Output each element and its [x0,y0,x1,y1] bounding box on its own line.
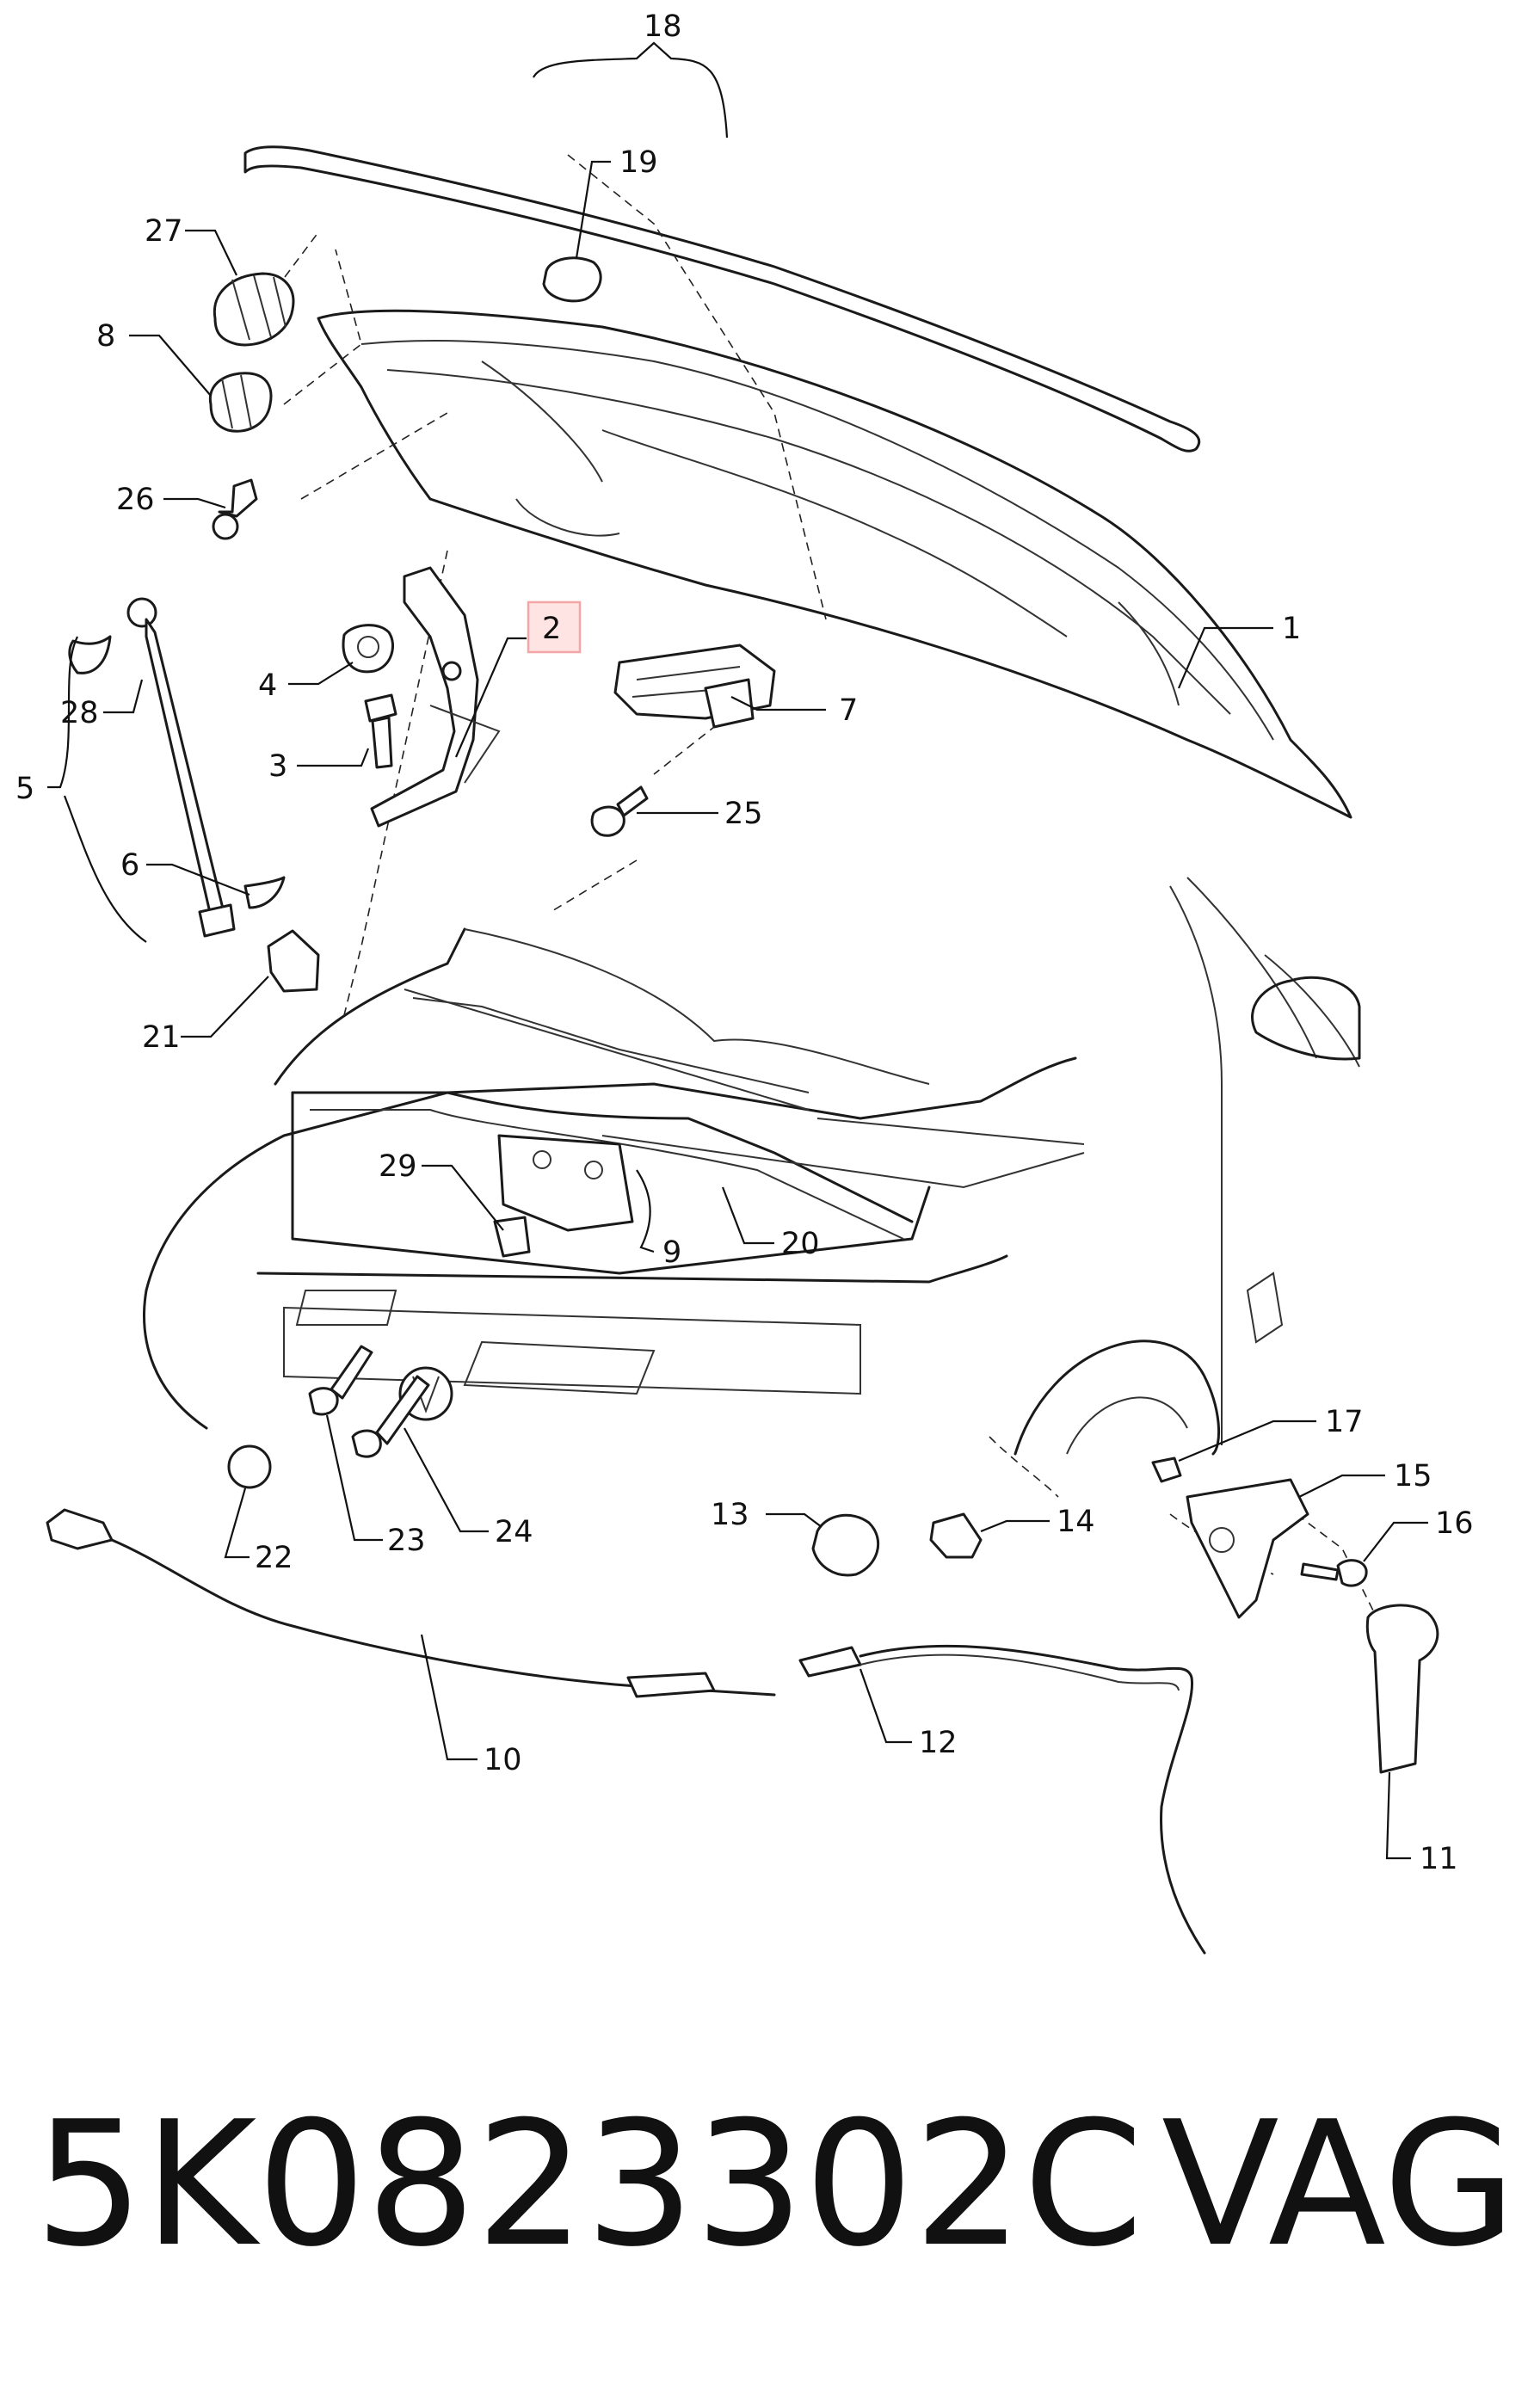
callout-11: 11 [1420,1842,1458,1876]
cap-22 [227,1444,272,1489]
hood-seal-18 [243,145,1201,453]
callout-29: 29 [379,1149,417,1184]
callout-17: 17 [1325,1405,1364,1439]
bolt-25 [590,785,649,837]
callout-2-highlight [527,600,582,654]
bolt-23 [308,1345,373,1416]
hinge-2 [370,566,501,828]
seal-strip-20 [291,1091,914,1223]
callout-13: 13 [711,1498,749,1532]
hood-panel [317,309,1352,819]
callout-27: 27 [145,214,183,249]
callout-8: 8 [96,319,115,354]
lever-mount-15 [1151,1457,1309,1619]
callout-9: 9 [662,1235,681,1270]
callout-12: 12 [919,1726,958,1760]
bumper-top-line [145,1056,1077,1292]
hood-lock-7 [613,644,776,729]
engine-bay-outline [291,1091,931,1275]
bump-stop-27 [213,272,295,347]
callout-19: 19 [619,145,658,180]
callout-7: 7 [839,693,858,728]
callouts: 1 2 3 4 5 6 7 8 9 10 11 12 13 14 15 16 [15,9,1474,1876]
callout-20: 20 [781,1227,820,1261]
part-number: 5K0823302C [34,2085,1143,2285]
callout-6: 6 [120,848,139,883]
front-wheel-arch [1014,1339,1221,1456]
callout-21: 21 [142,1020,181,1055]
callout-10: 10 [484,1743,522,1777]
callout-1: 1 [1282,612,1301,646]
wiper-cowl [404,988,810,1111]
side-mirror [1251,976,1361,1061]
callout-4: 4 [258,668,277,703]
callout-2: 2 [542,612,561,646]
release-cable-12 [798,1644,1206,1955]
callout-14: 14 [1057,1505,1095,1539]
callout-15: 15 [1394,1459,1432,1493]
callout-5: 5 [15,772,34,806]
screw-16 [1300,1559,1368,1587]
bracket-29 [493,1216,531,1258]
callout-22: 22 [255,1541,293,1575]
grille-frame [283,1306,861,1395]
latch-9 [493,1134,634,1258]
clip-17 [1151,1457,1182,1483]
ball-stud-26 [212,478,258,540]
callout-26: 26 [116,483,155,517]
release-cable-10 [46,1508,776,1698]
car-body-outline [143,877,1361,1456]
bolt-3 [364,693,397,769]
callout-25: 25 [724,797,763,831]
bolt-24 [351,1375,430,1458]
buffer-19 [542,256,602,303]
callout-23: 23 [387,1524,426,1558]
clip-28 [68,635,112,674]
callout-16: 16 [1435,1506,1474,1541]
bracket-21 [267,929,320,993]
callout-3: 3 [268,749,287,784]
exploded-parts-diagram: 1 2 3 4 5 6 7 8 9 10 11 12 13 14 15 16 [15,9,1474,1955]
part-number-footer: 5K0823302C VAG [34,2085,1516,2357]
callout-28: 28 [60,696,99,730]
clip-14 [929,1512,983,1559]
callout-24: 24 [495,1515,533,1549]
brand-name: VAG [1161,2085,1517,2285]
pad-13 [811,1513,880,1577]
callout-18: 18 [644,9,682,44]
handle-11 [1365,1604,1439,1774]
bump-stop-8 [208,372,273,433]
gas-strut-5 [68,597,286,938]
clip-6 [243,876,286,909]
